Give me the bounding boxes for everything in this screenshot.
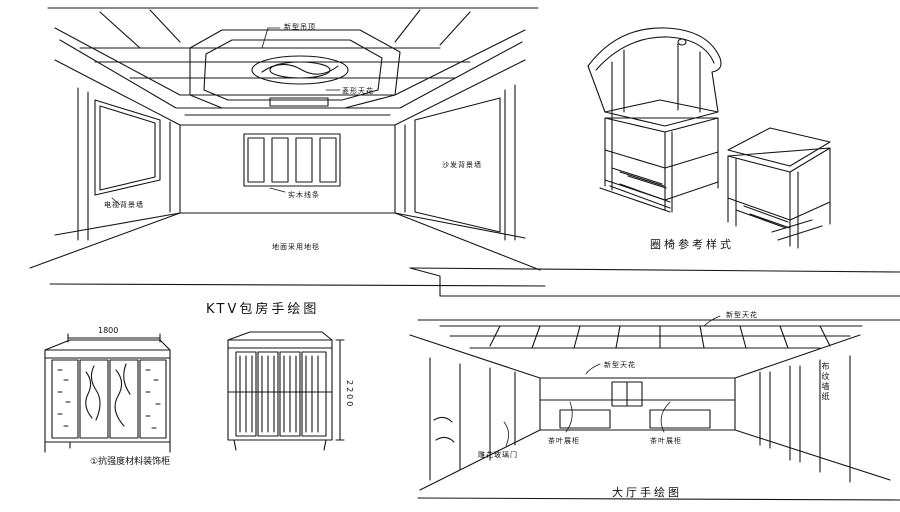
- chair-sketch: [587, 27, 831, 249]
- hall-sketch: [409, 267, 900, 501]
- hall-leader-lines: [503, 315, 721, 447]
- hall-label-wallpaper: 布纹墙纸: [821, 362, 830, 402]
- ktv-label-tv-wall: 电视背景墙: [104, 201, 144, 209]
- cabinet-sketch-1: [44, 333, 171, 453]
- cabinet-sketch-2: [227, 331, 345, 451]
- chair-caption: 圈椅参考样式: [650, 238, 734, 251]
- ktv-label-ceiling: 新型吊顶: [284, 23, 316, 31]
- ktv-label-ceiling-center: 菱形天花: [342, 87, 374, 95]
- hall-label-tea-cabinet-right: 茶叶展柜: [650, 437, 682, 445]
- cabinet-width-dimension: 1800: [98, 326, 119, 335]
- hall-label-ceiling-top: 新型天花: [726, 311, 758, 319]
- hall-caption: 大厅手绘图: [612, 486, 682, 499]
- hall-label-ceiling-mid: 新型天花: [604, 361, 636, 369]
- ktv-label-floor: 地面采用地毯: [272, 243, 320, 251]
- ktv-room-sketch: [29, 7, 546, 287]
- ktv-label-wood-lines: 实木线条: [288, 191, 320, 199]
- hall-label-glass-door: 雕花玻璃门: [478, 451, 518, 459]
- hall-label-tea-cabinet-left: 茶叶展柜: [548, 437, 580, 445]
- ktv-leader-lines: [111, 27, 341, 206]
- cabinet-caption: ①抗强度材料装饰柜: [90, 457, 171, 467]
- cabinet-height-dimension: 2200: [345, 380, 354, 409]
- ktv-caption: KTV包房手绘图: [206, 302, 320, 317]
- ktv-label-sofa-wall: 沙发背景墙: [442, 161, 482, 169]
